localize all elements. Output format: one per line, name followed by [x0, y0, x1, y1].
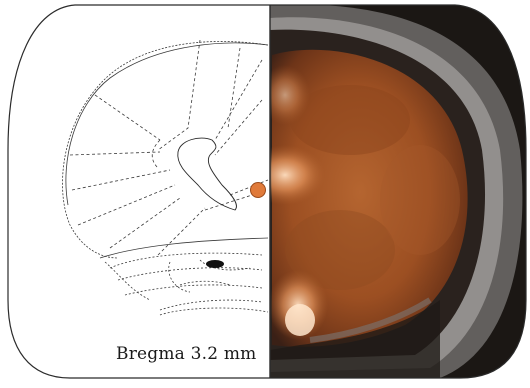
- brain-outline: [8, 5, 270, 378]
- bregma-caption: Bregma 3.2 mm: [116, 344, 257, 364]
- mri-right-hemisphere: [245, 0, 530, 383]
- injection-site-marker: [251, 183, 266, 198]
- black-structure: [206, 260, 224, 268]
